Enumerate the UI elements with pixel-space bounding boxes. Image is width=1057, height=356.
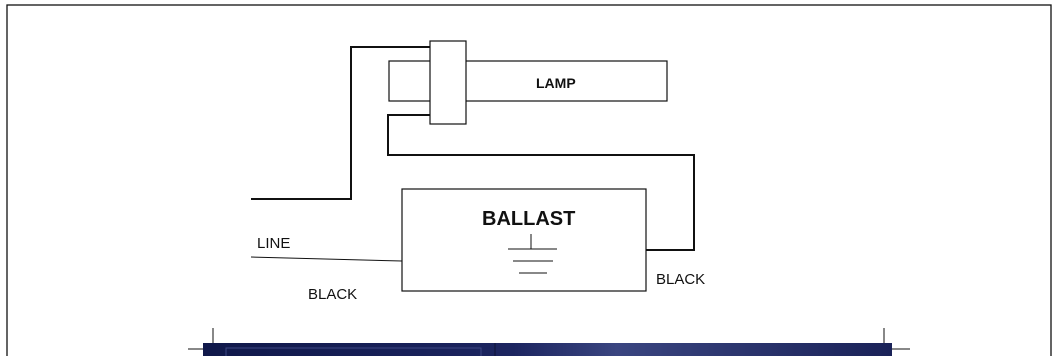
page-frame bbox=[6, 4, 1052, 356]
photo-inner-frame bbox=[225, 347, 482, 356]
lamp-socket bbox=[429, 40, 467, 125]
wire-line-neutral bbox=[250, 256, 403, 262]
black-left-label: BLACK bbox=[308, 286, 357, 303]
wire-socket-to-ballast bbox=[387, 114, 695, 251]
wire-line-black bbox=[251, 46, 430, 200]
ground-icon bbox=[508, 234, 557, 274]
lamp-label: LAMP bbox=[536, 75, 576, 91]
line-label: LINE bbox=[257, 235, 290, 252]
ballast-label: BALLAST bbox=[482, 208, 575, 230]
black-right-label: BLACK bbox=[656, 271, 705, 288]
photo-strip bbox=[203, 343, 892, 356]
ballast-box bbox=[401, 188, 647, 292]
